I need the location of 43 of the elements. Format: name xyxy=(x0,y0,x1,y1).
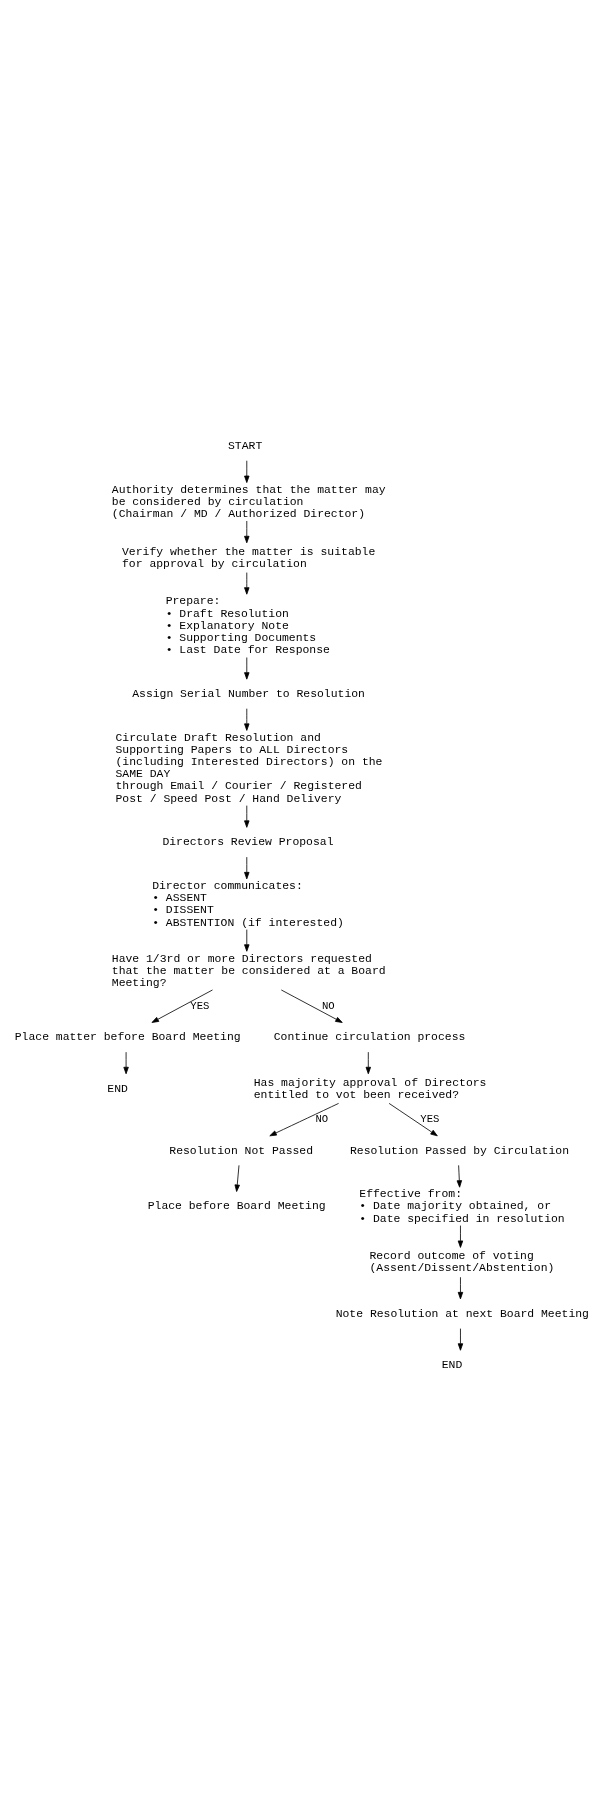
arrow xyxy=(457,1276,464,1299)
arrow xyxy=(234,1164,240,1192)
node-text: Have 1/3rd or more Directors requested that the matter be considered at a Board Meeting? xyxy=(111,952,386,989)
arrow xyxy=(456,1164,463,1188)
node-text: Assign Serial Number to Resolution xyxy=(132,687,365,700)
node-text: Effective from: • Date majority obtained, or • Date specified in resolution xyxy=(359,1187,565,1225)
node-text: Resolution Passed by Circulation xyxy=(349,1144,569,1157)
node-text: Place before Board Meeting xyxy=(147,1199,326,1212)
arrow xyxy=(244,571,250,595)
arrow xyxy=(244,656,250,680)
arrow xyxy=(388,1102,438,1136)
edge-label: YES xyxy=(190,999,210,1012)
node-text: Authority determines that the matter may be considered by circulation (Chairman / MD / Authorized Director) xyxy=(111,483,386,520)
node-text: Directors Review Proposal xyxy=(162,835,334,848)
edge-label: NO xyxy=(315,1112,329,1125)
arrow xyxy=(280,989,343,1023)
node-text: Director communicates: • ASSENT • DISSENT • ABSTENTION (if interested) xyxy=(152,879,344,929)
arrow xyxy=(244,804,250,828)
edge-label: YES xyxy=(420,1112,440,1125)
node-text: Prepare: • Draft Resolution • Explanatory Note • Supporting Documents • Last Date for Response xyxy=(165,594,330,656)
arrow xyxy=(269,1102,340,1136)
node-text: Circulate Draft Resolution and Supporting Papers to ALL Directors (including Interested Directors) on the SAME DAY through Email / Courier / Registered Post / Speed Post / Hand Delivery xyxy=(115,731,383,805)
node-text: END xyxy=(107,1082,128,1095)
node-text: Note Resolution at next Board Meeting xyxy=(335,1307,589,1320)
arrow xyxy=(244,928,250,952)
arrow xyxy=(244,707,250,731)
arrow xyxy=(365,1051,371,1074)
arrow xyxy=(457,1224,464,1248)
edge-label: NO xyxy=(321,999,335,1012)
node-text: Record outcome of voting (Assent/Dissent/Abstention) xyxy=(369,1249,555,1274)
arrow xyxy=(244,520,250,543)
arrow xyxy=(151,989,213,1023)
node-text: Place matter before Board Meeting xyxy=(14,1030,241,1043)
node-text: Continue circulation process xyxy=(273,1030,466,1043)
node-text: Verify whether the matter is suitable for approval by circulation xyxy=(122,545,376,570)
node-text: Has majority approval of Directors entitled to vot been received? xyxy=(253,1075,487,1101)
node-text: START xyxy=(228,439,263,452)
arrow xyxy=(457,1327,464,1351)
node-text: END xyxy=(441,1358,463,1371)
arrow xyxy=(244,856,250,879)
arrow xyxy=(244,459,250,483)
arrow xyxy=(123,1051,129,1074)
node-text: Resolution Not Passed xyxy=(169,1144,314,1157)
